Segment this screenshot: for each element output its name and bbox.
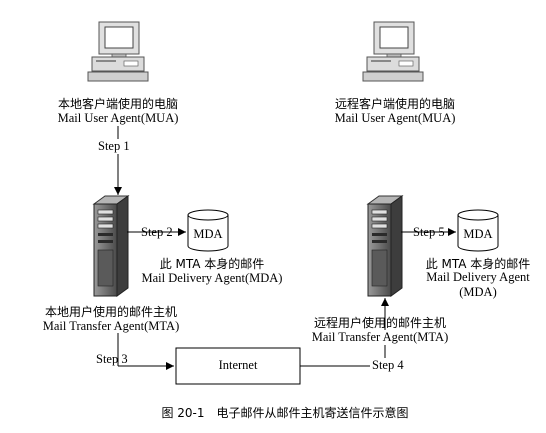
internet-box	[175, 347, 301, 385]
local-mda-label-cn: 此 MTA 本身的邮件	[159, 257, 265, 271]
local-mda-label-en: Mail Delivery Agent(MDA)	[141, 271, 283, 285]
local-mda-name: MDA	[193, 227, 223, 241]
remote-mda-cylinder	[457, 209, 499, 252]
local-client-label-cn: 本地客户端使用的电脑	[57, 97, 179, 111]
remote-mda-name: MDA	[463, 227, 493, 241]
remote-mda-label-en-1: Mail Delivery Agent	[426, 270, 530, 284]
local-computer-icon	[87, 21, 149, 82]
step2-label: Step 2	[141, 225, 173, 239]
remote-server-label-cn: 远程用户使用的邮件主机	[313, 316, 447, 330]
local-mda-cylinder	[187, 209, 229, 252]
remote-client-label-cn: 远程客户端使用的电脑	[334, 97, 456, 111]
figure-caption: 图 20-1 电子邮件从邮件主机寄送信件示意图	[161, 406, 409, 420]
remote-computer-icon	[362, 21, 424, 82]
remote-mda-label-cn: 此 MTA 本身的邮件	[425, 257, 531, 271]
local-server-icon	[92, 195, 130, 297]
step4-label: Step 4	[370, 358, 406, 373]
internet-label: Internet	[218, 358, 258, 372]
remote-server-icon	[366, 195, 404, 297]
remote-mda-label-en-2: (MDA)	[459, 285, 497, 299]
step5-label: Step 5	[413, 225, 445, 239]
local-server-label-cn: 本地用户使用的邮件主机	[44, 305, 178, 319]
local-client-label-en: Mail User Agent(MUA)	[57, 111, 179, 125]
local-server-label-en: Mail Transfer Agent(MTA)	[42, 319, 180, 333]
step3-label: Step 3	[96, 352, 128, 366]
step1-label: Step 1	[96, 139, 132, 154]
remote-server-label-en: Mail Transfer Agent(MTA)	[309, 330, 451, 345]
remote-client-label-en: Mail User Agent(MUA)	[334, 111, 456, 125]
